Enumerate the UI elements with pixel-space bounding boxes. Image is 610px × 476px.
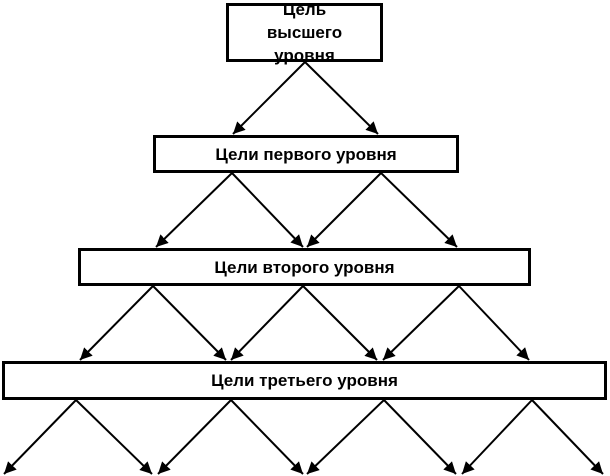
top-goal-box: Цель высшего уровня [226, 0, 383, 65]
arrow-l3c-down-left [306, 399, 385, 475]
arrow-l1a-to-l2-2 [231, 172, 304, 248]
arrow-l1b-to-l2-4 [380, 172, 458, 248]
arrow-l2a-to-l3-2 [152, 285, 227, 361]
level2-goals-box: Цели второго уровня [78, 248, 531, 286]
level3-goals-box: Цели третьего уровня [2, 361, 607, 400]
arrow-l3d-down-left [461, 399, 533, 475]
arrow-l2c-to-l3-5 [382, 285, 460, 361]
arrow-top-to-l1-right [304, 61, 379, 135]
level3-goals-label: Цели третьего уровня [211, 371, 398, 390]
level1-goals-label: Цели первого уровня [215, 144, 397, 164]
arrow-l3b-down-left [157, 399, 232, 475]
arrow-l2c-to-l3-6 [458, 285, 530, 361]
arrow-l3a-down-right [75, 399, 153, 475]
level2-goals-label: Цели второго уровня [214, 257, 395, 277]
arrow-l2b-to-l3-3 [230, 285, 304, 361]
arrow-l2a-to-l3-1 [79, 285, 154, 361]
arrow-l1b-to-l2-3 [306, 172, 382, 248]
arrow-l1a-to-l2-1 [155, 172, 233, 248]
arrow-l3d-down-right [531, 399, 604, 475]
arrow-l3a-down-left [3, 399, 77, 475]
arrow-l2b-to-l3-4 [302, 285, 378, 361]
top-goal-label: Цель высшего уровня [266, 0, 343, 65]
level1-goals-box: Цели первого уровня [153, 135, 459, 173]
arrow-l3b-down-right [230, 399, 304, 475]
arrow-l3c-down-right [383, 399, 457, 475]
arrow-top-to-l1-left [232, 61, 306, 135]
